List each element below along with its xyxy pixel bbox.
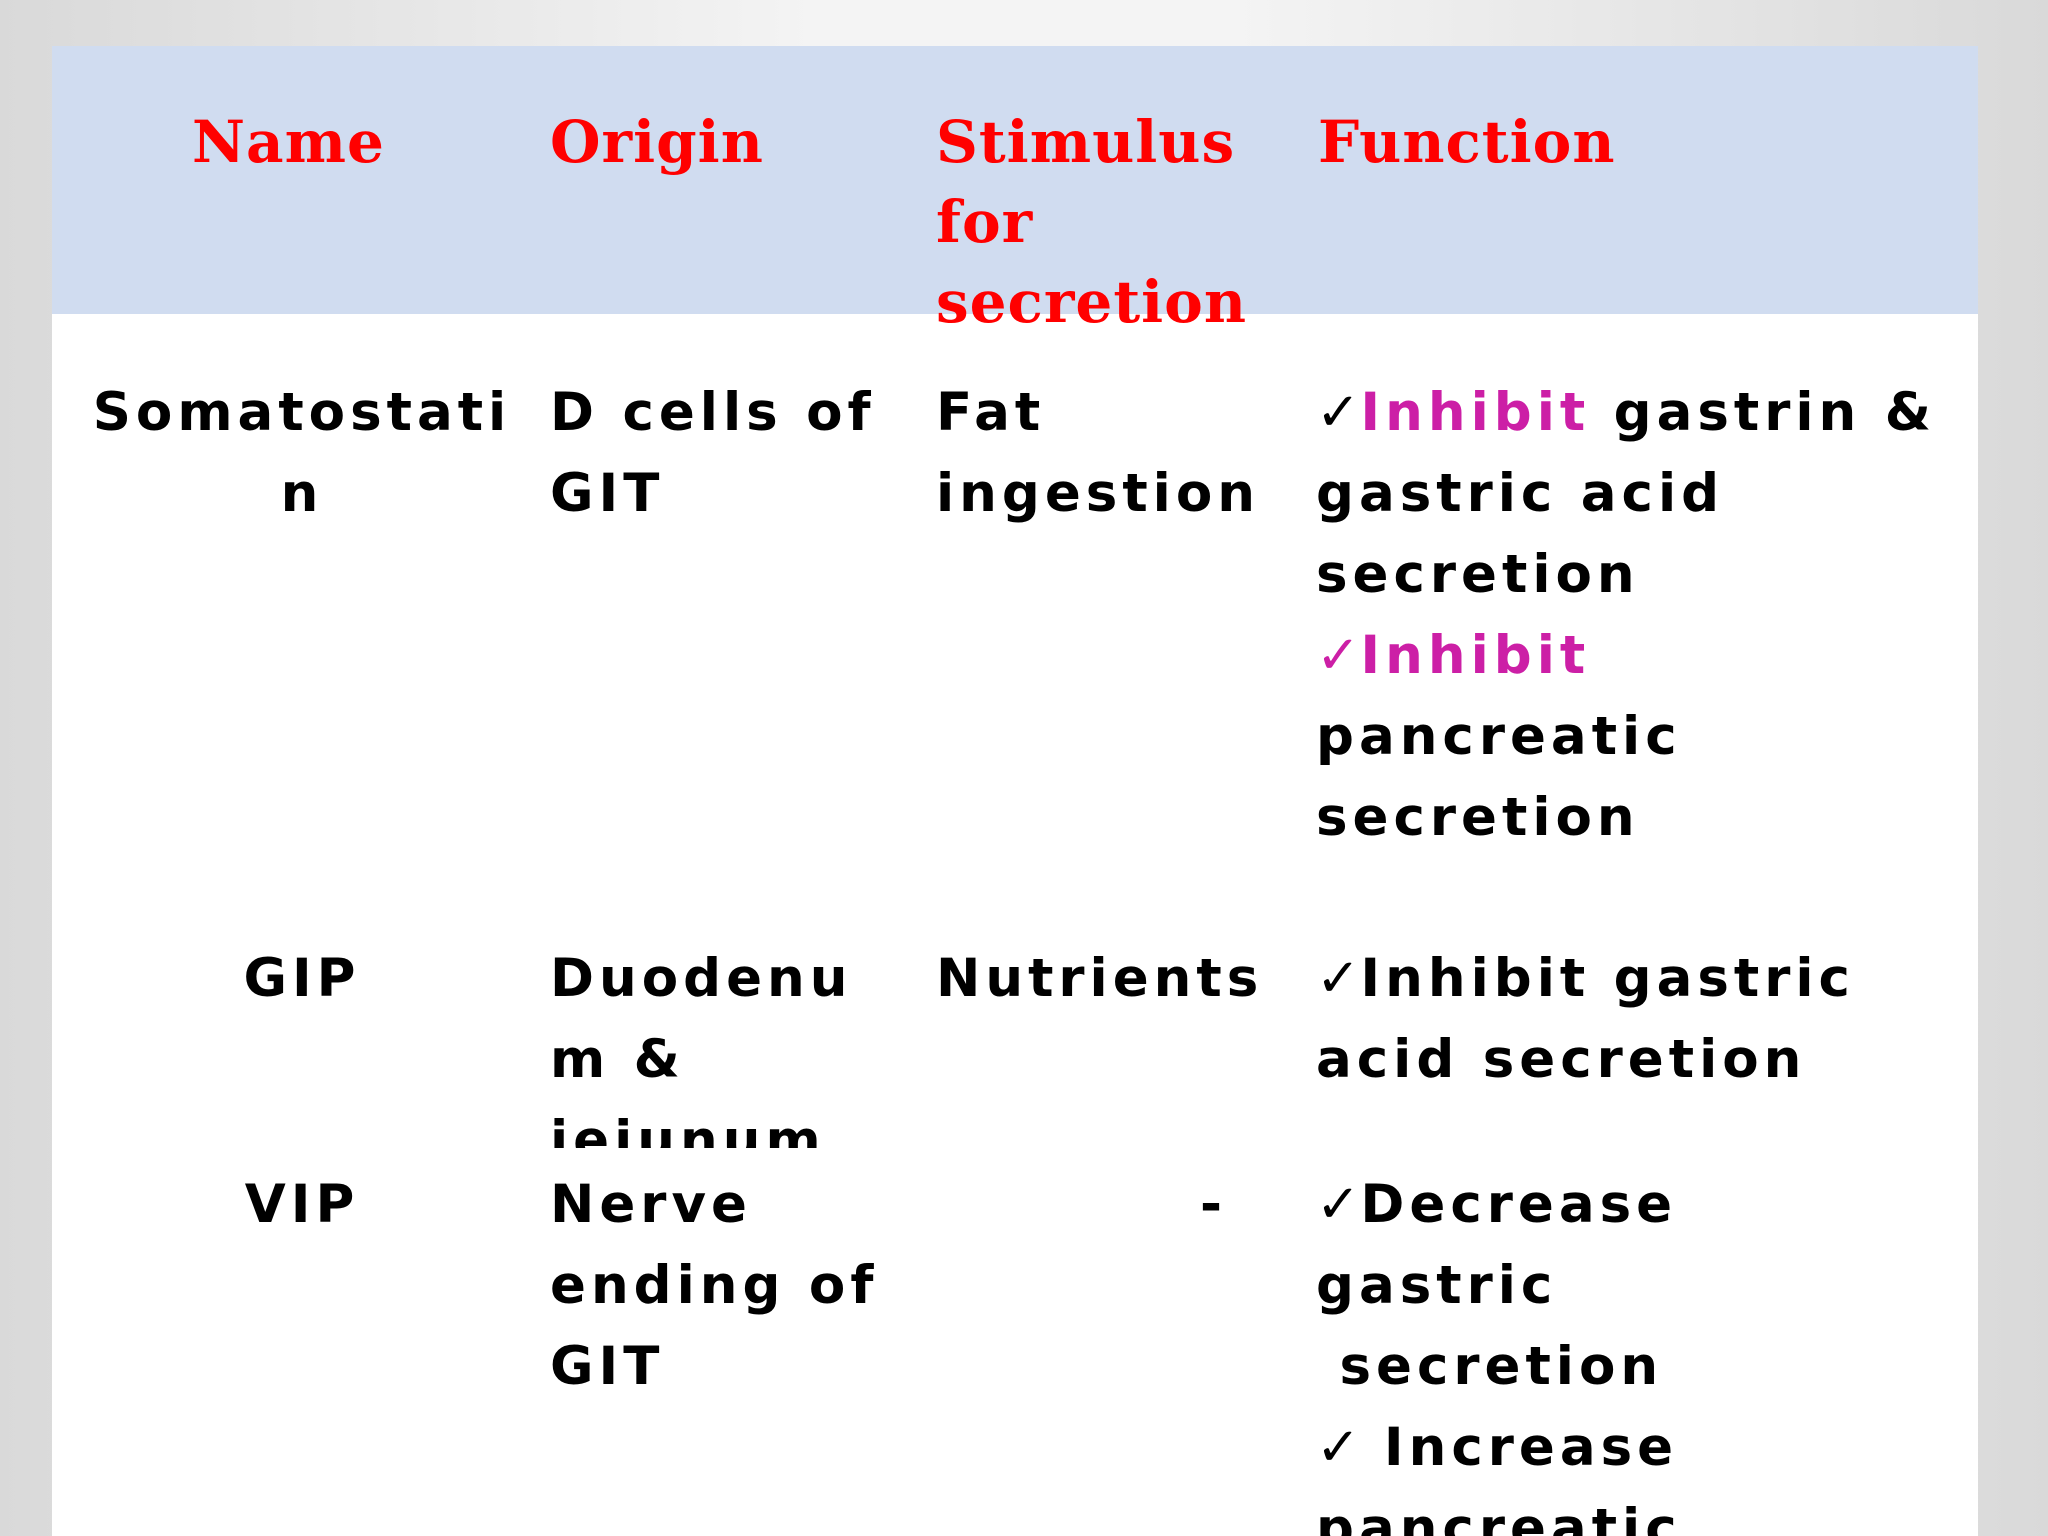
header-stimulus-line: Stimulus (936, 108, 1236, 176)
header-name: Name (192, 108, 385, 176)
header-stimulus: Stimulus for secretion (936, 102, 1296, 342)
row2-name: GIP (243, 948, 361, 1009)
row1-function: ✓Inhibit gastrin & gastric acid secretio… (1316, 372, 1936, 858)
highlight-text: Inhibit (1360, 625, 1591, 686)
function-text: gastric acid (1316, 463, 1725, 524)
row2-origin-line: m & (550, 1029, 685, 1090)
row3-function: ✓Decrease gastric secretion ✓ Increase p… (1316, 1164, 1682, 1536)
row2-origin: Duodenu m & jejunum (550, 938, 852, 1148)
check-icon: ✓ (1316, 625, 1361, 686)
function-text: gastric (1316, 1255, 1558, 1316)
function-item: ✓Inhibit gastric (1316, 938, 1855, 1019)
row3-origin-line: GIT (550, 1336, 665, 1397)
row1-stimulus-line: Fat (936, 382, 1046, 443)
row2-origin-line: jejunum (550, 1110, 826, 1148)
row1-stimulus: Fat ingestion (936, 372, 1260, 534)
function-text: Inhibit gastric (1360, 948, 1855, 1009)
row1-stimulus-line: ingestion (936, 463, 1260, 524)
check-icon: ✓ (1316, 382, 1361, 443)
row3-origin-line: Nerve (550, 1174, 752, 1235)
function-text: gastrin & (1590, 382, 1936, 443)
row1-origin: D cells of GIT (550, 372, 876, 534)
row3-origin-line: ending of (550, 1255, 879, 1316)
check-icon: ✓ (1316, 1417, 1361, 1478)
function-text: secretion (1316, 544, 1640, 605)
header-stimulus-line: for (936, 188, 1034, 256)
row1-name-line: Somatostati (92, 382, 512, 443)
row1-name: Somatostati n (72, 372, 532, 534)
header-stimulus-line: secretion (936, 268, 1248, 336)
function-text: pancreatic (1316, 706, 1682, 767)
row3-name: VIP (244, 1174, 360, 1235)
slide: Name Origin Stimulus for secretion Funct… (52, 46, 1978, 1536)
row2-origin-line: Duodenu (550, 948, 853, 1009)
check-icon: ✓ (1316, 948, 1361, 1009)
row1-origin-line: GIT (550, 463, 665, 524)
function-item: ✓ Increase (1316, 1407, 1682, 1488)
header-function: Function (1318, 108, 1616, 176)
row2-stimulus: Nutrients (936, 948, 1264, 1009)
function-text: acid secretion (1316, 1029, 1807, 1090)
function-text: secretion (1316, 787, 1640, 848)
row3-stimulus: - (1200, 1174, 1227, 1235)
function-item: ✓Inhibit gastrin & (1316, 372, 1936, 453)
table-header-row (52, 46, 1978, 314)
function-text: Decrease (1360, 1174, 1678, 1235)
header-origin: Origin (550, 108, 764, 176)
function-text: Increase (1360, 1417, 1679, 1478)
row2-function: ✓Inhibit gastric acid secretion (1316, 938, 1855, 1100)
function-text: pancreatic (1316, 1498, 1682, 1536)
row3-origin: Nerve ending of GIT (550, 1164, 878, 1407)
row1-name-line: n (280, 463, 324, 524)
row1-origin-line: D cells of (550, 382, 876, 443)
function-text: secretion (1316, 1336, 1664, 1397)
function-item: ✓Decrease (1316, 1164, 1682, 1245)
check-icon: ✓ (1316, 1174, 1361, 1235)
function-item: ✓Inhibit (1316, 615, 1936, 696)
highlight-text: Inhibit (1360, 382, 1591, 443)
